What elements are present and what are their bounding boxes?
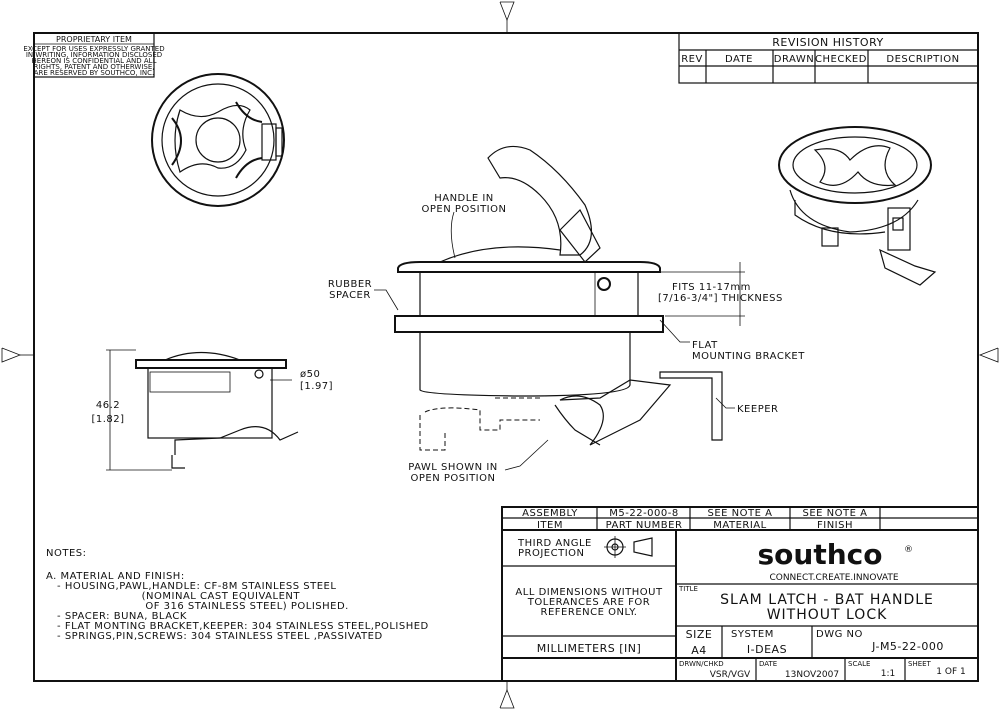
- sheet-value: 1 OF 1: [936, 667, 965, 677]
- date-label: DATE: [759, 660, 777, 668]
- assembly-label: ASSEMBLY: [522, 508, 578, 519]
- drwn-chkd-label: DRWN/CHKD: [679, 660, 724, 668]
- pawl-open-label: OPEN POSITION: [411, 473, 496, 484]
- logo-registered-mark: ®: [904, 545, 913, 555]
- title-caption: TITLE: [678, 585, 698, 593]
- handle-open-label: OPEN POSITION: [422, 204, 507, 215]
- fits-label: [7/16-3/4"] THICKNESS: [658, 293, 783, 304]
- notes-line: - SPRINGS,PIN,SCREWS: 304 STAINLESS STEE…: [46, 631, 383, 642]
- scale-label: SCALE: [848, 660, 870, 668]
- side-view: [106, 349, 299, 471]
- height-dimension: [1.82]: [91, 414, 124, 425]
- southco-tagline: CONNECT.CREATE.INNOVATE: [769, 573, 898, 583]
- material-header: MATERIAL: [713, 520, 766, 531]
- material-value: SEE NOTE A: [708, 508, 773, 519]
- drawing-title: WITHOUT LOCK: [767, 607, 888, 623]
- proprietary-line: RIGHTS, PATENT AND OTHERWISE,: [33, 63, 154, 71]
- front-view: [374, 145, 745, 471]
- projection-label: PROJECTION: [518, 548, 585, 559]
- revision-header-drawn: DRAWN: [774, 54, 814, 65]
- notes-line: - FLAT MONTING BRACKET,KEEPER: 304 STAIN…: [46, 621, 429, 632]
- tolerance-note: REFERENCE ONLY.: [541, 607, 638, 618]
- rubber-spacer-label: SPACER: [329, 290, 371, 301]
- pawl-open-label: PAWL SHOWN IN: [408, 462, 498, 473]
- sheet-label: SHEET: [908, 660, 932, 668]
- third-angle-projection-icon: [604, 536, 653, 558]
- date-value: 13NOV2007: [785, 670, 839, 680]
- size-value: A4: [691, 644, 707, 657]
- notes-line: (NOMINAL CAST EQUIVALENT: [46, 591, 300, 602]
- size-label: SIZE: [686, 628, 713, 641]
- tolerance-note: ALL DIMENSIONS WITHOUT: [515, 587, 663, 598]
- proprietary-box: PROPRIETARY ITEM EXCEPT FOR USES EXPRESS…: [23, 32, 165, 78]
- finish-value: SEE NOTE A: [803, 508, 868, 519]
- notes-heading: NOTES:: [46, 548, 87, 559]
- revision-title: REVISION HISTORY: [772, 36, 884, 49]
- drawing-title: SLAM LATCH - BAT HANDLE: [720, 592, 934, 608]
- title-block: ASSEMBLY M5-22-000-8 SEE NOTE A SEE NOTE…: [501, 506, 979, 682]
- finish-header: FINISH: [817, 520, 853, 531]
- dwg-no-value: J-M5-22-000: [871, 640, 944, 653]
- part-number-header: PART NUMBER: [606, 520, 683, 531]
- southco-logo: southco: [758, 538, 883, 571]
- notes: NOTES: A. MATERIAL AND FINISH: - HOUSING…: [46, 548, 429, 642]
- flat-bracket-label: FLAT: [692, 340, 718, 351]
- revision-history-table: REVISION HISTORY REV DATE DRAWN CHECKED …: [678, 32, 979, 84]
- proprietary-line: HEREON IS CONFIDENTIAL AND ALL: [32, 57, 157, 65]
- tolerance-note: TOLERANCES ARE FOR: [527, 597, 650, 608]
- notes-line: - HOUSING,PAWL,HANDLE: CF-8M STAINLESS S…: [46, 581, 336, 592]
- flat-bracket-label: MOUNTING BRACKET: [692, 351, 805, 362]
- projection-label: THIRD ANGLE: [517, 538, 592, 549]
- proprietary-line: IN WRITING, INFORMATION DISCLOSED: [26, 51, 162, 59]
- height-dimension: 46.2: [96, 400, 120, 411]
- handle-open-label: HANDLE IN: [434, 193, 494, 204]
- proprietary-line: EXCEPT FOR USES EXPRESSLY GRANTED: [23, 45, 164, 53]
- notes-line: OF 316 STAINLESS STEEL) POLISHED.: [46, 601, 349, 612]
- drwn-chkd-value: VSR/VGV: [710, 670, 751, 680]
- notes-line: - SPACER: BUNA, BLACK: [46, 611, 187, 622]
- isometric-view: [778, 126, 937, 286]
- proprietary-title: PROPRIETARY ITEM: [56, 35, 132, 44]
- revision-header-checked: CHECKED: [815, 54, 867, 65]
- proprietary-line: ARE RESERVED BY SOUTHCO, INC.: [34, 69, 155, 77]
- scale-value: 1:1: [881, 669, 895, 679]
- top-view: [151, 73, 285, 207]
- diameter-dimension: ø50: [300, 369, 320, 380]
- units-label: MILLIMETERS [IN]: [537, 642, 642, 655]
- system-value: I-DEAS: [747, 643, 787, 656]
- system-label: SYSTEM: [731, 629, 774, 640]
- revision-header-rev: REV: [681, 54, 703, 65]
- dwg-no-label: DWG NO: [816, 629, 863, 640]
- revision-header-description: DESCRIPTION: [886, 54, 959, 65]
- diameter-dimension: [1.97]: [300, 381, 333, 392]
- item-header: ITEM: [537, 520, 563, 531]
- keeper-label: KEEPER: [737, 404, 779, 415]
- fits-label: FITS 11-17mm: [672, 282, 751, 293]
- notes-line: A. MATERIAL AND FINISH:: [46, 571, 185, 582]
- rubber-spacer-label: RUBBER: [328, 279, 372, 290]
- revision-header-date: DATE: [725, 54, 753, 65]
- assembly-number: M5-22-000-8: [609, 508, 679, 519]
